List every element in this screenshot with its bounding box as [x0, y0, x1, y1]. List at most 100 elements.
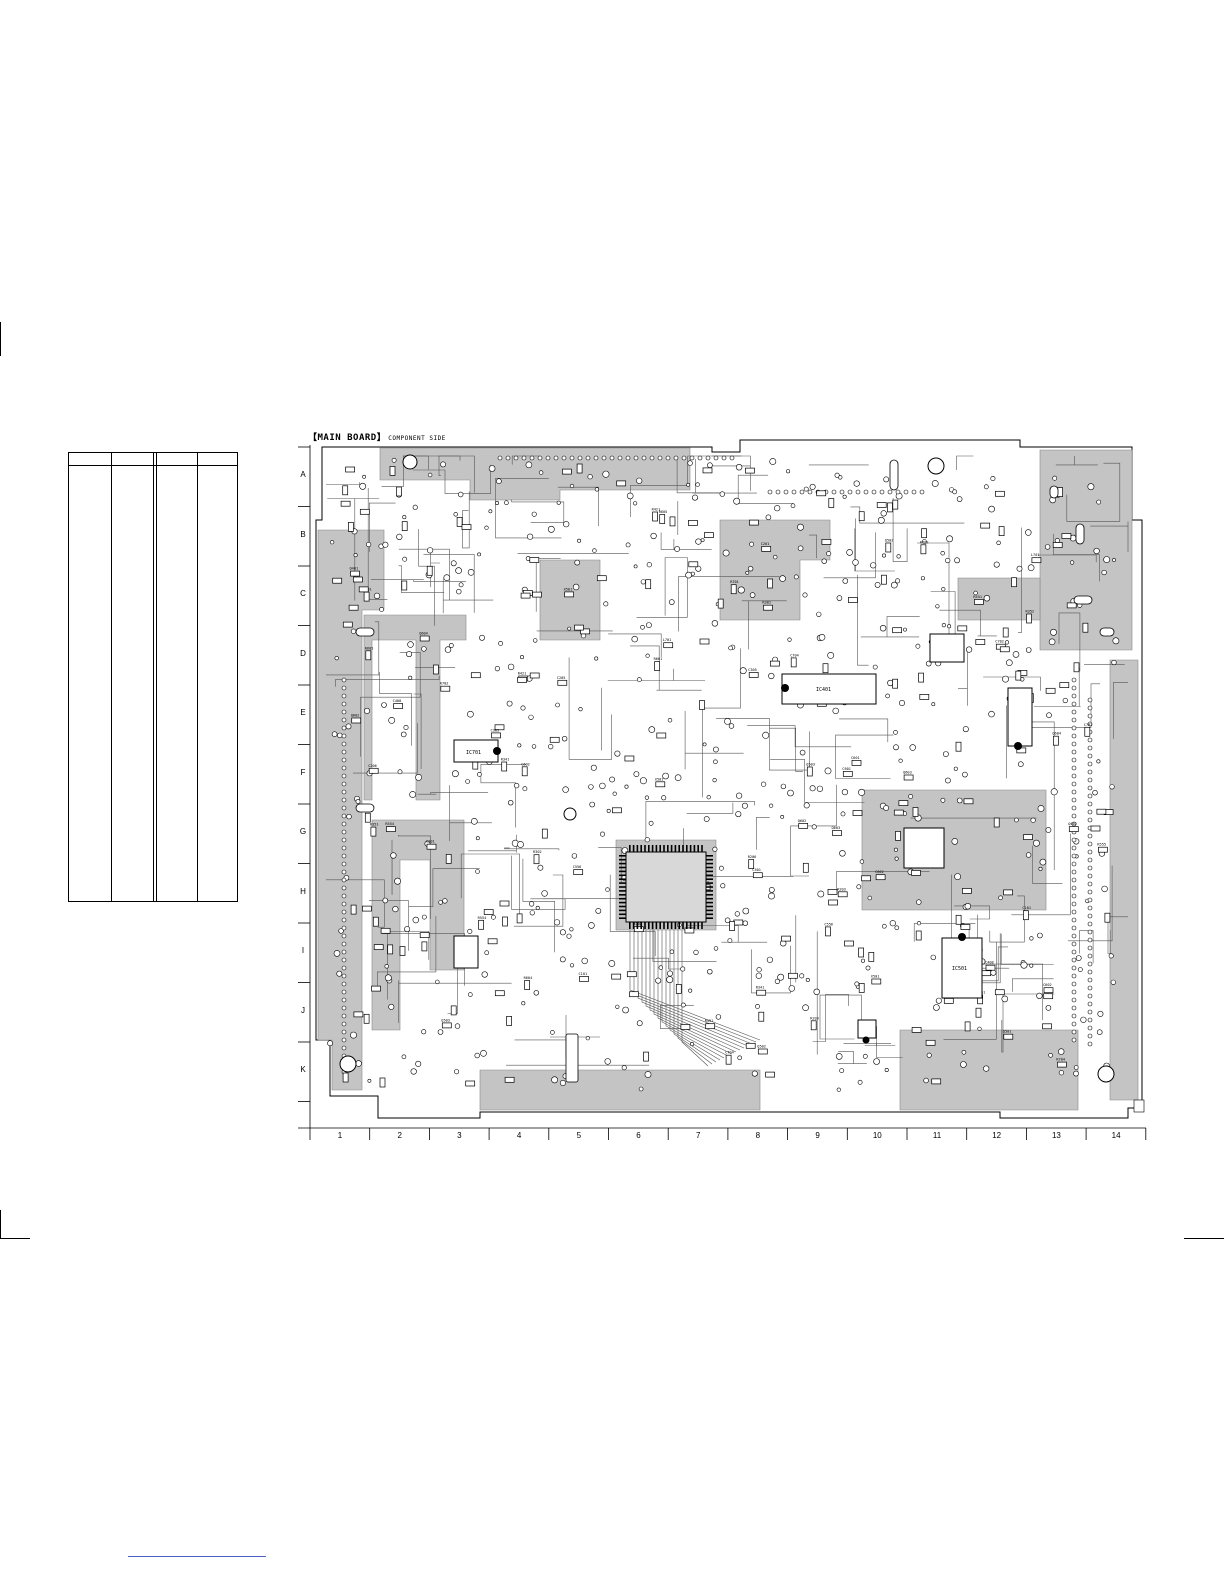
via: [1014, 817, 1019, 823]
smd-component: [1082, 622, 1089, 633]
via: [535, 905, 540, 910]
via: [960, 1061, 967, 1068]
header-pin: [1087, 969, 1093, 975]
smd-component: [1053, 735, 1059, 746]
smd-component: [730, 584, 737, 595]
crop-mark-left-top: [0, 322, 1, 356]
via: [1097, 1010, 1104, 1017]
smd-component: [643, 1051, 649, 1062]
smd-component: [1084, 726, 1091, 737]
via: [333, 950, 341, 957]
smd-component: [848, 597, 858, 603]
header-pin: [657, 455, 663, 461]
trace: [835, 734, 894, 779]
via: [566, 933, 572, 939]
via: [528, 714, 534, 720]
header-pin: [1071, 741, 1077, 747]
via: [816, 785, 824, 792]
via: [1058, 1070, 1064, 1076]
ic-pin: [670, 845, 673, 852]
via: [409, 791, 417, 798]
header-pin: [341, 749, 347, 755]
slot-right-4: [1075, 523, 1085, 545]
via: [455, 567, 462, 574]
header-pin: [1087, 897, 1093, 903]
component-ref-label: R302: [533, 850, 542, 854]
via: [655, 977, 662, 984]
via: [355, 799, 361, 804]
trace: [892, 498, 908, 562]
smd-component: [616, 480, 627, 487]
via: [945, 557, 951, 564]
smd-component: [702, 467, 713, 474]
via: [733, 497, 741, 505]
via: [1080, 1016, 1087, 1023]
header-pin: [1087, 793, 1093, 799]
via: [592, 548, 597, 553]
header-pin: [831, 489, 837, 495]
table-column-line: [111, 453, 112, 901]
ic-right-vertical-body: [1007, 687, 1033, 747]
via: [1005, 659, 1013, 667]
header-pin: [341, 829, 347, 835]
via: [1030, 817, 1036, 823]
header-pin: [1071, 869, 1077, 875]
via: [774, 978, 781, 985]
row-label-a: A: [300, 470, 306, 479]
header-pin: [1071, 765, 1077, 771]
via: [612, 791, 617, 796]
via: [867, 895, 872, 901]
smd-component: [574, 624, 584, 631]
smd-component: [1045, 687, 1056, 694]
component-ref-label: C408: [393, 699, 402, 703]
bus-trace: [665, 930, 725, 1059]
reference-table: [68, 452, 238, 902]
smd-component: [920, 544, 927, 555]
via: [751, 1070, 758, 1077]
via: [614, 750, 621, 757]
via: [854, 981, 860, 987]
header-pin: [1071, 821, 1077, 827]
header-pin: [1087, 809, 1093, 815]
smd-component: [821, 539, 832, 545]
via: [404, 926, 411, 933]
smd-component: [532, 591, 542, 598]
smd-component: [365, 650, 372, 661]
via: [915, 643, 921, 649]
ic-pin: [697, 845, 699, 852]
via: [858, 788, 866, 796]
smd-component: [478, 919, 484, 930]
smd-component: [669, 516, 676, 527]
trace: [843, 1043, 903, 1058]
via: [587, 474, 593, 480]
trace: [692, 459, 757, 494]
ic-pin: [651, 845, 654, 852]
header-pin: [871, 489, 877, 495]
via: [644, 795, 650, 800]
via: [528, 901, 535, 907]
trace: [770, 759, 865, 803]
header-pin: [1071, 917, 1077, 923]
via: [788, 985, 795, 992]
mount-hole-top: [927, 457, 945, 475]
ic-pin: [706, 886, 713, 888]
via: [353, 553, 358, 558]
smd-component: [573, 869, 584, 875]
smd-component: [1043, 993, 1054, 1000]
via: [1110, 979, 1116, 985]
via: [1045, 1005, 1052, 1011]
via: [350, 1031, 357, 1039]
via: [680, 966, 686, 972]
smd-component: [426, 565, 433, 576]
ic-pin: [663, 922, 665, 929]
header-pin: [529, 455, 535, 461]
header-pin: [1087, 929, 1093, 935]
smd-component: [372, 916, 379, 927]
bottom-link-underline: [128, 1556, 266, 1557]
copper-right-edge: [1109, 659, 1139, 1101]
via: [615, 1004, 620, 1009]
via: [793, 574, 799, 580]
ic-pin: [686, 922, 688, 929]
smd-component: [358, 586, 369, 593]
via: [1111, 659, 1117, 666]
